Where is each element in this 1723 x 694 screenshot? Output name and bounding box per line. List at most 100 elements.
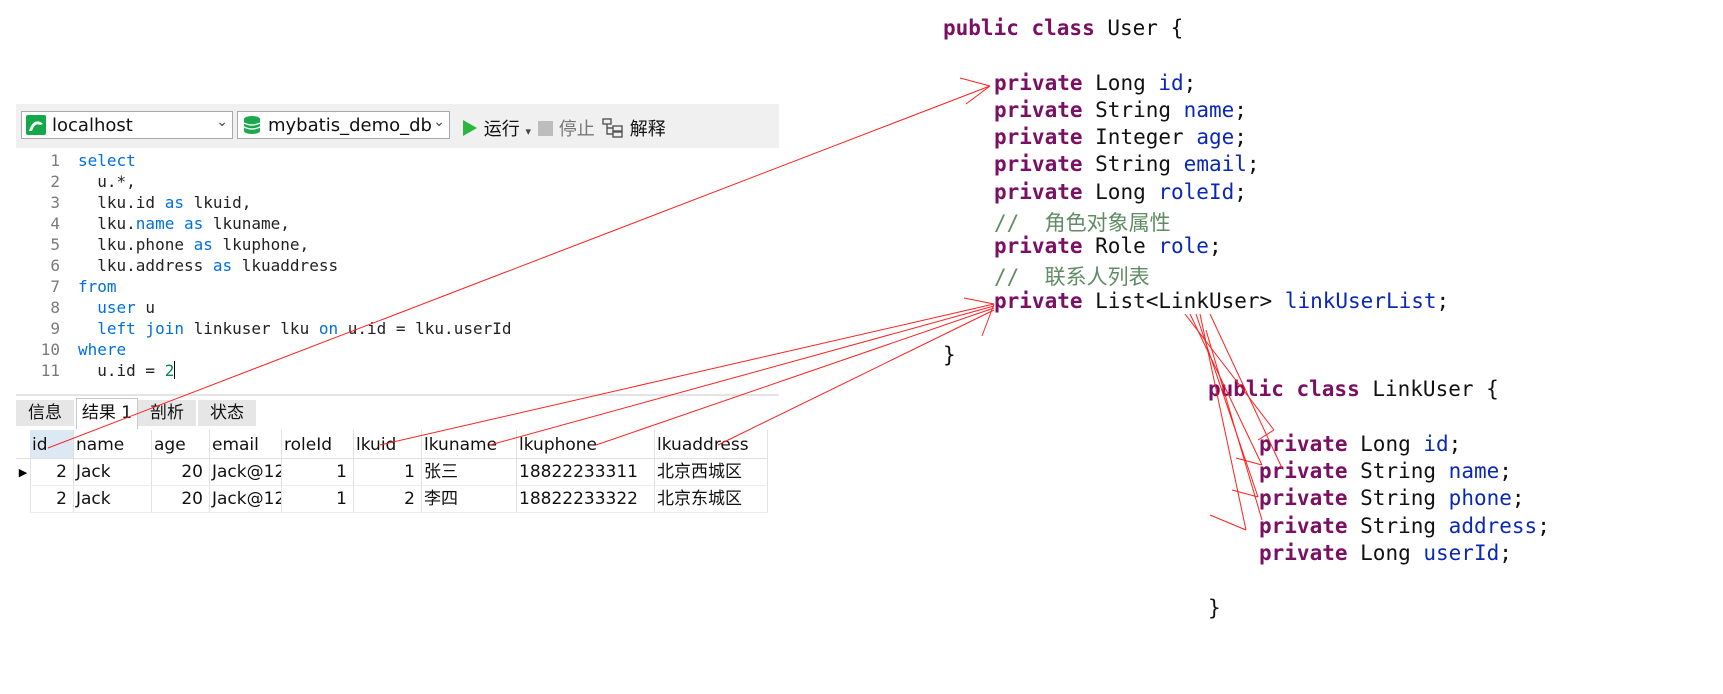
closing-brace: } <box>1208 596 1221 620</box>
code-text: lkuphone, <box>212 235 310 254</box>
line-number: 5 <box>50 235 60 254</box>
column-header-roleid[interactable]: roleId <box>282 430 354 458</box>
table-cell[interactable]: 18822233311 <box>517 459 655 486</box>
sql-keyword: user <box>97 298 136 317</box>
column-header-lkuphone[interactable]: lkuphone <box>517 430 655 458</box>
table-cell[interactable]: 北京东城区 <box>655 486 768 513</box>
sql-line[interactable]: 9 left join linkuser lku on u.id = lku.u… <box>16 319 779 340</box>
sql-line[interactable]: 1 select <box>16 151 779 172</box>
sql-source: lku.address as lkuaddress <box>78 256 338 275</box>
column-header-lkuaddress[interactable]: lkuaddress <box>655 430 768 458</box>
code-text: Long <box>1082 180 1159 204</box>
column-header-age[interactable]: age <box>152 430 210 458</box>
sql-editor[interactable]: 1 select 2 u.*,3 lku.id as lkuid,4 lku.nam… <box>16 148 779 391</box>
field-declaration: private Long userId; <box>1259 541 1512 565</box>
table-cell[interactable]: 2 <box>354 486 422 513</box>
table-cell[interactable]: Jack <box>74 486 152 513</box>
tab-info[interactable]: 信息 <box>16 400 74 426</box>
mysql-connection-icon <box>26 115 46 135</box>
code-text: lku. <box>78 214 136 233</box>
code-text: ; <box>1234 180 1247 204</box>
column-header-lkuname[interactable]: lkuname <box>422 430 517 458</box>
java-keyword: private <box>994 98 1083 122</box>
code-text: LinkUser { <box>1359 377 1499 401</box>
sql-number: 2 <box>164 361 175 380</box>
current-row-marker-icon[interactable]: ▶ <box>16 459 31 486</box>
table-cell[interactable]: 1 <box>282 459 354 486</box>
line-number: 2 <box>50 172 60 191</box>
annotation-arrow-line <box>595 307 995 446</box>
table-cell[interactable]: Jack@12 <box>210 459 282 486</box>
sql-source: from <box>78 277 117 296</box>
annotation-arrow-line <box>1235 457 1263 466</box>
table-cell[interactable]: 20 <box>152 459 210 486</box>
sql-line[interactable]: 7 from <box>16 277 779 298</box>
field-declaration: private List<LinkUser> linkUserList; <box>994 289 1449 313</box>
code-text: String <box>1347 486 1449 510</box>
sql-line[interactable]: 8 user u <box>16 298 779 319</box>
sql-line[interactable]: 2 u.*, <box>16 172 779 193</box>
java-keyword: private <box>994 234 1083 258</box>
table-cell[interactable]: 20 <box>152 486 210 513</box>
annotation-arrow-line <box>1257 429 1275 441</box>
tab-status[interactable]: 状态 <box>198 400 256 426</box>
sql-source: user u <box>78 298 155 317</box>
tab-result-1[interactable]: 结果 1 <box>76 398 138 429</box>
code-text: Long <box>1347 541 1424 565</box>
annotation-arrow-line <box>1231 489 1259 498</box>
run-dropdown-icon[interactable]: ▾ <box>525 125 531 138</box>
sql-keyword: as <box>193 235 213 254</box>
sql-line[interactable]: 3 lku.id as lkuid, <box>16 193 779 214</box>
code-text: lkuid, <box>183 193 252 212</box>
table-cell[interactable]: 李四 <box>422 486 517 513</box>
column-header-lkuid[interactable]: lkuid <box>354 430 422 458</box>
sql-keyword: as <box>164 193 184 212</box>
field-declaration: private Long id; <box>1259 432 1461 456</box>
annotation-arrow-line <box>489 305 995 446</box>
line-number: 9 <box>50 319 60 338</box>
java-field-name: name <box>1183 98 1235 122</box>
database-select[interactable]: mybatis_demo_db ⌄ <box>237 111 450 139</box>
java-field-name: id <box>1158 71 1184 95</box>
table-cell[interactable]: 18822233322 <box>517 486 655 513</box>
sql-line[interactable]: 5 lku.phone as lkuphone, <box>16 235 779 256</box>
table-cell[interactable]: Jack <box>74 459 152 486</box>
line-number: 1 <box>50 151 60 170</box>
explain-button[interactable]: 解释 <box>602 115 666 140</box>
sql-source: select <box>78 151 136 170</box>
play-icon <box>463 120 477 136</box>
database-icon <box>243 116 261 134</box>
column-header-id[interactable]: id <box>30 430 74 458</box>
sql-source: lku.name as lkuname, <box>78 214 290 233</box>
sql-line[interactable]: 4 lku.name as lkuname, <box>16 214 779 235</box>
java-field-name: address <box>1448 514 1538 538</box>
line-number: 7 <box>50 277 60 296</box>
connection-select[interactable]: localhost ⌄ <box>21 111 233 139</box>
tab-profile[interactable]: 剖析 <box>138 400 196 426</box>
code-text: u.id = lku.userId <box>338 319 512 338</box>
sql-keyword: name <box>135 214 175 233</box>
sql-keyword: where <box>78 340 127 359</box>
sql-line[interactable]: 6 lku.address as lkuaddress <box>16 256 779 277</box>
column-header-email[interactable]: email <box>210 430 282 458</box>
table-cell[interactable]: 张三 <box>422 459 517 486</box>
java-field-name: age <box>1196 125 1235 149</box>
table-cell[interactable]: 2 <box>30 459 74 486</box>
java-field-name: email <box>1183 152 1247 176</box>
code-text: lkuname, <box>203 214 290 233</box>
code-text: ; <box>1499 541 1512 565</box>
table-cell[interactable]: 北京西城区 <box>655 459 768 486</box>
editor-divider[interactable] <box>16 394 779 396</box>
code-text: u <box>135 298 156 317</box>
stop-button[interactable]: 停止 <box>538 115 595 140</box>
run-button[interactable]: 运行 ▾ <box>462 115 531 140</box>
row-selector[interactable] <box>16 486 31 513</box>
table-cell[interactable]: Jack@12 <box>210 486 282 513</box>
table-cell[interactable]: 2 <box>30 486 74 513</box>
table-cell[interactable]: 1 <box>354 459 422 486</box>
table-cell[interactable]: 1 <box>282 486 354 513</box>
sql-line[interactable]: 11 u.id = 2 <box>16 361 779 382</box>
column-header-name[interactable]: name <box>74 430 152 458</box>
annotation-arrow-line <box>963 297 995 305</box>
